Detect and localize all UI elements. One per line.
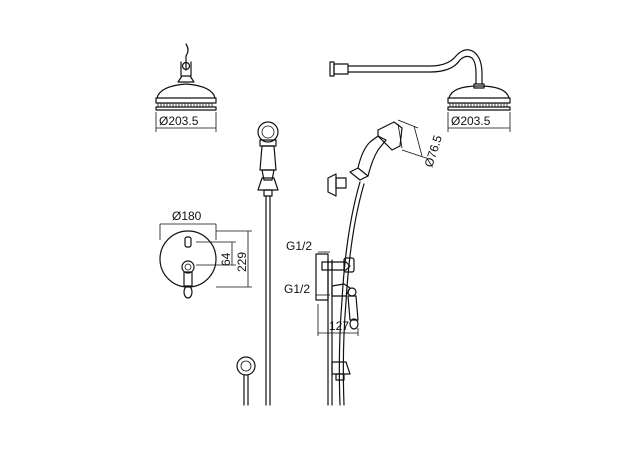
hand-shower-icon — [257, 121, 279, 181]
dim-overhead-right: Ø203.5 — [451, 114, 491, 128]
hand-shower-front-view — [257, 121, 279, 406]
hand-shower-icon — [349, 121, 403, 181]
dim-projection: 127 — [329, 319, 349, 333]
overhead-shower-front-view: Ø203.5 — [155, 43, 217, 132]
dim-wall-plate: Ø180 — [172, 209, 202, 223]
dim-plate-height: 229 — [235, 252, 249, 272]
wall-outlet-front-view — [236, 356, 256, 406]
system-side-view: Ø76.5 G1/2 G1/2 127 — [284, 119, 446, 406]
shower-head-icon — [447, 85, 511, 111]
mixer-plate-front-view: Ø180 64 229 — [159, 209, 252, 299]
shower-head-icon — [155, 43, 217, 111]
mixer-valve-icon — [159, 230, 217, 299]
label-thread-bottom: G1/2 — [284, 282, 310, 296]
dim-handle-spacing: 64 — [219, 252, 233, 266]
overhead-shower-side-view: Ø203.5 — [329, 49, 511, 132]
mixer-valve-icon — [315, 253, 359, 330]
wall-outlet-icon — [331, 361, 351, 381]
label-thread-top: G1/2 — [286, 239, 312, 253]
dim-hand-shower: Ø76.5 — [422, 133, 446, 169]
dim-overhead-left: Ø203.5 — [159, 114, 199, 128]
wall-outlet-icon — [236, 356, 256, 406]
